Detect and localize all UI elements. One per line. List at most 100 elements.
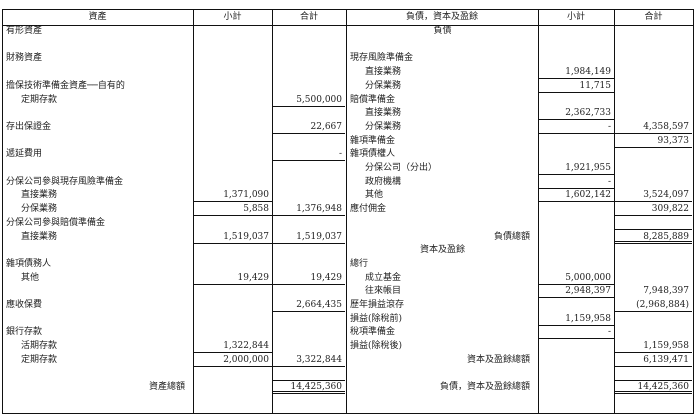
row-subtotal [194,326,272,339]
row-total [273,80,345,93]
row-label: 雜項債權人 [350,149,396,160]
row-label: 直接業務 [21,231,58,242]
row-total [615,272,692,285]
row-label [347,368,538,381]
row-label: 其他 [21,272,40,283]
row-subtotal [539,135,614,148]
row-label: 分保公司參與賠償準備金 [6,217,106,228]
row-label: 資產總額 [148,382,185,393]
row-total: 14,425,360 [273,381,345,395]
row-subtotal: 2,362,733 [539,107,614,121]
row-label: 應收保費 [6,300,43,310]
row-total: 7,948,397 [643,286,689,297]
row-label: 有形資產 [6,26,43,36]
row-subtotal [194,52,272,65]
row-total: 14,425,360 [615,381,692,395]
row-label: 分保業務 [21,204,58,215]
row-subtotal [194,285,272,298]
row-label [3,107,193,120]
row-subtotal: 1,519,037 [194,231,272,244]
row-subtotal [539,203,614,216]
row-subtotal [539,231,614,244]
row-subtotal [194,299,272,312]
row-total [615,94,692,107]
row-total [615,244,692,257]
row-label: 遞延費用 [6,149,43,160]
row-label: 資本及盈餘 [419,245,465,256]
header-assets: 資產 [2,9,193,26]
row-subtotal: 1,602,142 [539,189,614,203]
row-total [615,162,692,175]
row-total [273,107,345,120]
row-total [273,135,345,148]
row-subtotal [194,162,272,175]
row-label: 賠償準備金 [350,94,396,105]
row-subtotal [194,107,272,120]
row-label: 其他 [365,190,384,201]
row-label: 擔保技術準備金資產──自有的 [6,80,125,91]
row-subtotal: - [539,121,614,134]
row-label: 現存風險準備金 [350,53,414,64]
row-subtotal: 1,371,090 [194,189,272,203]
row-subtotal [539,244,614,257]
row-total [615,217,692,230]
row-subtotal [539,25,614,38]
row-label: 活期存款 [21,341,58,352]
row-total: 2,664,435 [273,299,345,312]
row-label [347,39,538,52]
row-total [273,326,345,339]
row-subtotal [539,354,614,367]
row-subtotal [539,299,614,312]
row-subtotal [194,313,272,326]
row-label: 負債，資本及盈餘總額 [439,382,530,393]
header-total: 合計 [272,9,346,26]
row-subtotal: 5,858 [194,203,272,217]
row-label: 分保公司（分出） [365,163,438,173]
row-label [3,66,193,79]
header-total: 合計 [614,9,693,26]
row-label: 直接業務 [365,108,402,119]
row-label: 定期存款 [21,354,58,365]
row-total [273,162,345,175]
row-subtotal: 11,715 [539,80,614,93]
row-label [3,162,193,175]
divider [272,9,273,414]
row-total: - [273,148,345,162]
header-liabilities: 負債，資本及盈餘 [346,9,538,26]
row-total [273,176,345,189]
row-label [3,39,193,52]
row-total [273,313,345,326]
row-total [273,25,345,38]
row-subtotal [194,148,272,161]
row-total [273,368,345,381]
row-total: 3,322,844 [273,354,345,367]
row-label: 存出保證金 [6,121,52,132]
row-total [273,340,345,353]
row-subtotal [194,381,272,394]
row-subtotal [194,217,272,230]
row-label: 分保公司參與現存風險準備金 [6,176,124,187]
row-subtotal [539,258,614,271]
row-label: 損益(除稅前) [350,313,403,324]
divider [193,9,194,414]
row-total [273,189,345,202]
row-label: 分保業務 [365,80,402,91]
row-total [615,326,692,339]
row-label: 分保業務 [365,121,402,132]
liabilities-frame [346,9,694,414]
row-total [615,52,692,65]
row-subtotal [194,121,272,134]
row-label [347,217,538,230]
row-label: 雜項準備金 [350,135,396,146]
row-subtotal: 19,429 [194,272,272,285]
row-label: 往來帳目 [365,286,402,297]
row-total [615,107,692,120]
row-subtotal: 1,984,149 [539,66,614,80]
row-subtotal: 2,000,000 [194,354,272,367]
row-total: 3,524,097 [615,189,692,203]
row-label: 應付佣金 [350,204,387,215]
row-subtotal [194,39,272,52]
row-total [615,368,692,381]
row-total [615,176,692,189]
